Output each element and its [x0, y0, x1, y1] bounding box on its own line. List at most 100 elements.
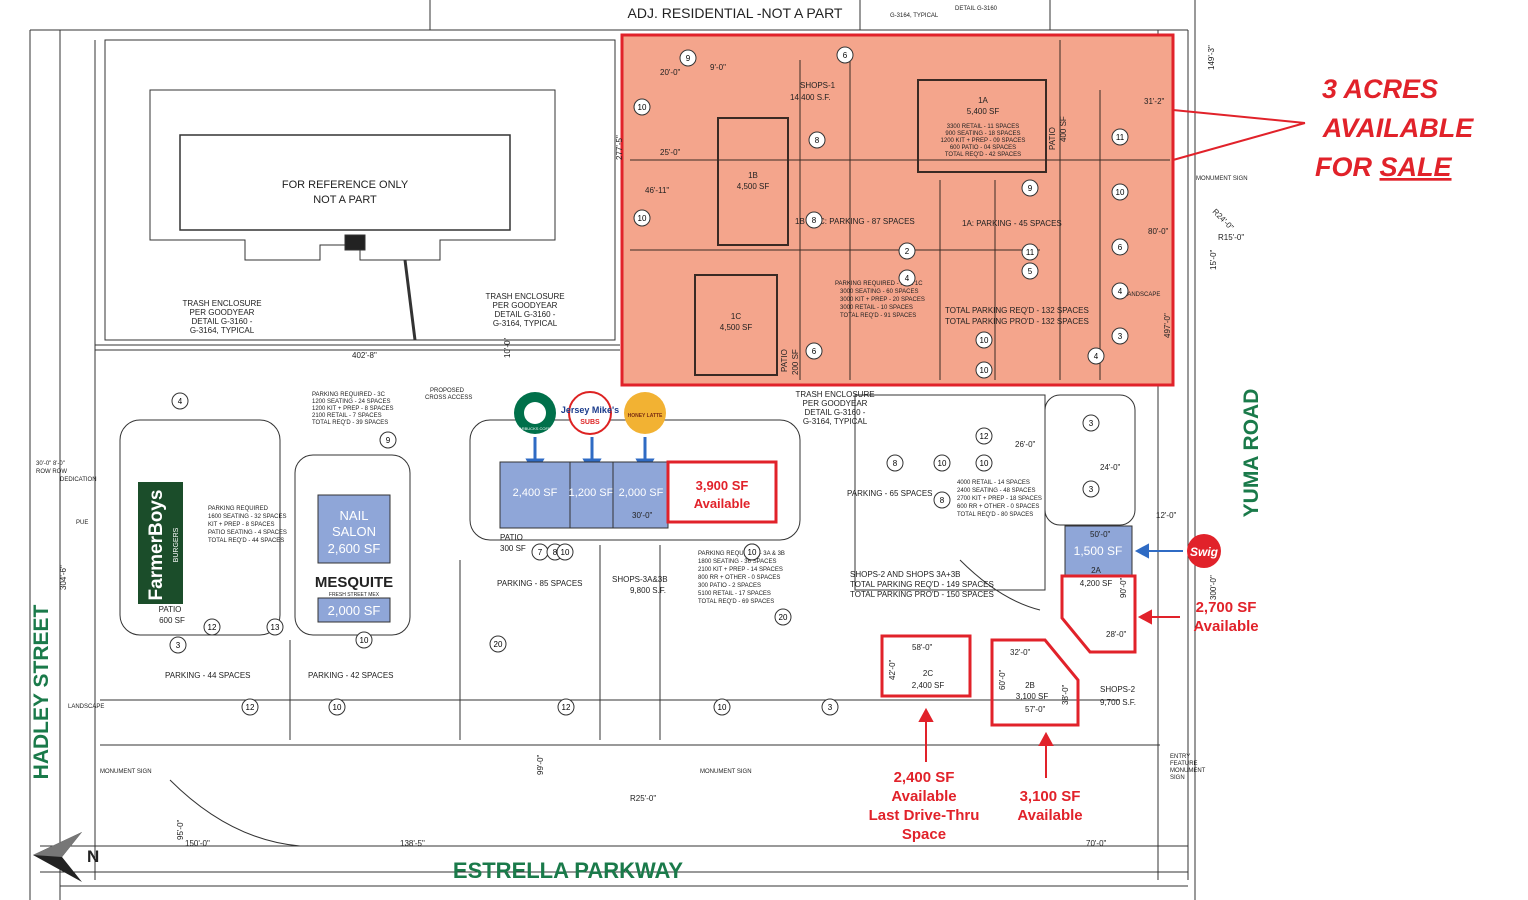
- svg-text:PER GOODYEAR: PER GOODYEAR: [493, 301, 558, 310]
- pad-2c-name: 2C: [923, 669, 933, 678]
- jersey-mikes-label: Jersey Mike's: [561, 405, 619, 415]
- shops3-notes: PARKING REQUIRED - 3A & 3B 1800 SEATING …: [698, 551, 785, 605]
- stall-count-circle: [805, 211, 823, 229]
- stall-count-circle: [489, 635, 507, 653]
- svg-text:PATIO SEATING - 4 SPACES: PATIO SEATING - 4 SPACES: [208, 530, 287, 536]
- shops2-name: SHOPS-2: [1100, 685, 1136, 694]
- svg-text:PARKING REQUIRED - 3A & 3B: PARKING REQUIRED - 3A & 3B: [698, 551, 785, 557]
- three-acres-parcel[interactable]: [620, 33, 1175, 387]
- stall-count-circle: [171, 392, 189, 410]
- pad-2b-available[interactable]: [990, 638, 1080, 727]
- stall-count-label: 3: [1089, 485, 1094, 494]
- stall-count-circle: [633, 209, 651, 227]
- svg-text:70'-0": 70'-0": [1086, 839, 1107, 848]
- stall-count-circle: [1111, 282, 1129, 300]
- street-estrella: ESTRELLA PARKWAY: [453, 858, 684, 883]
- stall-count-circle: [1111, 128, 1129, 146]
- stall-count-circle: [713, 698, 731, 716]
- svg-text:42'-0": 42'-0": [888, 659, 897, 680]
- svg-text:TOTAL PARKING REQ'D - 149 SPAC: TOTAL PARKING REQ'D - 149 SPACES: [850, 580, 994, 589]
- svg-text:TOTAL REQ'D - 39 SPACES: TOTAL REQ'D - 39 SPACES: [312, 420, 388, 426]
- shop3-unit-2400[interactable]: [499, 461, 571, 529]
- parking-85-label: PARKING - 85 SPACES: [497, 579, 583, 588]
- svg-text:DETAIL G-3160 -: DETAIL G-3160 -: [495, 310, 556, 319]
- svg-text:2400 SEATING - 48 SPACES: 2400 SEATING - 48 SPACES: [957, 488, 1035, 494]
- farmer-boys-patio-area: 600 SF: [159, 616, 185, 625]
- stall-count-label: 10: [360, 636, 369, 645]
- shop3-available-line1: 3,900 SF: [696, 478, 749, 493]
- svg-text:15'-0": 15'-0": [1209, 249, 1218, 270]
- stall-count-circle: [328, 698, 346, 716]
- pad-2a-unit-label: 1,500 SF: [1074, 544, 1123, 558]
- stall-count-label: 10: [638, 214, 647, 223]
- shop3-available-3900[interactable]: [666, 460, 778, 524]
- svg-text:5100 RETAIL - 17 SPACES: 5100 RETAIL - 17 SPACES: [698, 591, 771, 597]
- monument-sign-right: MONUMENT SIGN: [1196, 176, 1248, 182]
- pad-2c-callout-line1: 2,400 SF: [894, 769, 955, 786]
- stall-count-circle: [1021, 243, 1039, 261]
- svg-text:3000 SEATING - 60 SPACES: 3000 SEATING - 60 SPACES: [840, 289, 918, 295]
- svg-text:FEATURE: FEATURE: [1170, 761, 1198, 767]
- parking-1b1c-label: 1B & 1C: PARKING - 87 SPACES: [795, 217, 915, 226]
- stall-count-circle: [379, 431, 397, 449]
- svg-text:24'-0": 24'-0": [1100, 463, 1121, 472]
- parking-notes-fb: PARKING REQUIRED 1600 SEATING - 32 SPACE…: [208, 506, 287, 544]
- nail-salon-building[interactable]: [317, 494, 391, 564]
- shops3-area: 9,800 S.F.: [630, 586, 666, 595]
- stall-count-circle: [1082, 414, 1100, 432]
- pad-2c-available[interactable]: [880, 634, 972, 698]
- svg-text:80'-0": 80'-0": [1148, 227, 1169, 236]
- pad-1a-patio: PATIO: [1048, 127, 1057, 150]
- stall-count-label: 8: [812, 216, 817, 225]
- pad-2b-area: 3,100 SF: [1016, 692, 1049, 701]
- svg-text:R24'-0": R24'-0": [1211, 207, 1236, 232]
- stall-count-circle: [266, 618, 284, 636]
- honey-label: HONEY LATTE: [628, 413, 663, 419]
- pad-1a-area: 5,400 SF: [967, 107, 1000, 116]
- stall-count-label: 11: [1116, 133, 1125, 142]
- stall-count-circle: [836, 46, 854, 64]
- stall-count-circle: [633, 98, 651, 116]
- stall-count-circle: [169, 636, 187, 654]
- shop3-unit-2000[interactable]: [612, 461, 669, 529]
- pad-1b-area: 4,500 SF: [737, 182, 770, 191]
- reference-building: [104, 39, 616, 341]
- stall-count-circle: [975, 361, 993, 379]
- pad-2c-callout-line2: Available: [891, 788, 956, 805]
- svg-text:90'-0": 90'-0": [1119, 577, 1128, 598]
- mesquite-area: 2,000 SF: [328, 603, 381, 618]
- shop3-unit-1200[interactable]: [569, 461, 614, 529]
- jersey-mikes-subs: SUBS: [580, 419, 600, 426]
- svg-text:KIT + PREP - 8 SPACES: KIT + PREP - 8 SPACES: [208, 522, 275, 528]
- svg-text:28'-0": 28'-0": [1106, 630, 1127, 639]
- svg-text:TRASH ENCLOSURE: TRASH ENCLOSURE: [795, 390, 874, 399]
- svg-text:DETAIL G-3160 -: DETAIL G-3160 -: [805, 408, 866, 417]
- reference-building-line2: NOT A PART: [313, 194, 377, 206]
- monument-sign-left: MONUMENT SIGN: [100, 769, 152, 775]
- swig-arrow: [1134, 543, 1183, 559]
- svg-text:PER GOODYEAR: PER GOODYEAR: [190, 308, 255, 317]
- parking-notes-1b1c: PARKING REQUIRED - 1B & 1C 3000 SEATING …: [835, 281, 925, 319]
- farmer-boys-tagline: BURGERS: [173, 527, 180, 562]
- stall-count-label: 9: [686, 54, 691, 63]
- pad-2a-area: 4,200 SF: [1080, 579, 1113, 588]
- svg-text:300 PATIO - 2 SPACES: 300 PATIO - 2 SPACES: [698, 583, 761, 589]
- stall-count-label: 6: [812, 347, 817, 356]
- landscape-label-left: LANDSCAPE: [68, 704, 104, 710]
- mesquite-building[interactable]: [317, 597, 391, 623]
- farmer-boys-building[interactable]: [138, 482, 183, 604]
- pad-1a-name: 1A: [978, 96, 988, 105]
- pad-2a-available[interactable]: [1060, 574, 1137, 654]
- reference-building-line1: FOR REFERENCE ONLY: [282, 179, 409, 191]
- starbucks-logo-inner: [524, 402, 546, 424]
- svg-text:TOTAL REQ'D - 91 SPACES: TOTAL REQ'D - 91 SPACES: [840, 313, 916, 319]
- svg-text:TRASH ENCLOSURE: TRASH ENCLOSURE: [182, 299, 261, 308]
- pad-2a-unit-1500[interactable]: [1064, 525, 1133, 577]
- stall-count-label: 10: [980, 336, 989, 345]
- nail-salon-line1: NAIL: [340, 508, 369, 523]
- shop3-available-line2: Available: [694, 496, 751, 511]
- svg-text:32'-0": 32'-0": [1010, 648, 1031, 657]
- stall-count-label: 20: [494, 640, 503, 649]
- svg-text:20'-0": 20'-0": [660, 68, 681, 77]
